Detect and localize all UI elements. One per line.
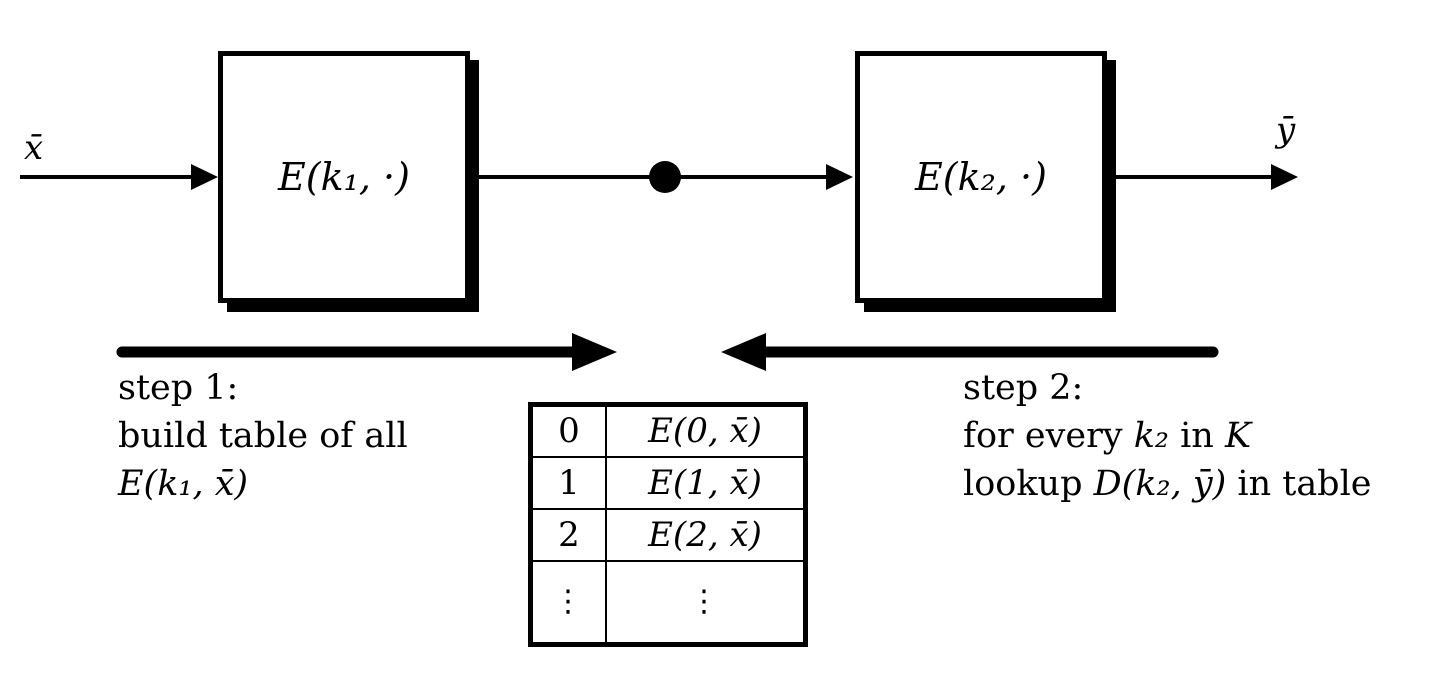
encryption-box-2: E(k₂, ·) xyxy=(855,51,1107,303)
step1-line3: E(k₁, x̄) xyxy=(118,464,249,504)
encryption-box-1: E(k₁, ·) xyxy=(218,51,470,303)
table-row: 1 E(1, x̄) xyxy=(529,455,807,510)
key-cell: 2 xyxy=(529,507,607,562)
step1-annotation: step 1: build table of all E(k₁, x̄) xyxy=(118,364,408,508)
step1-arrow xyxy=(116,333,617,371)
value-cell: E(1, x̄) xyxy=(605,455,807,510)
input-label: x̄ xyxy=(24,128,44,168)
output-arrow xyxy=(1112,164,1298,190)
input-arrow xyxy=(20,164,218,190)
step2-annotation: step 2: for every k₂ in K lookup D(k₂, ȳ… xyxy=(963,364,1372,508)
step2-line2: for every k₂ in K xyxy=(963,416,1252,456)
value-cell: E(0, x̄) xyxy=(605,403,807,458)
step2-line3: lookup D(k₂, ȳ) in table xyxy=(963,464,1372,504)
key-space-symbol: K xyxy=(1224,416,1252,456)
encryption-box-2-label: E(k₂, ·) xyxy=(915,155,1047,199)
table-row-ellipsis: ⋮ ⋮ xyxy=(529,559,807,646)
table-row: 0 E(0, x̄) xyxy=(529,403,807,458)
step2-title: step 2: xyxy=(963,368,1084,408)
key-cell: 1 xyxy=(529,455,607,510)
output-label: ȳ xyxy=(1276,110,1296,150)
key-cell: 0 xyxy=(529,403,607,458)
lookup-table: 0 E(0, x̄) 1 E(1, x̄) 2 E(2, x̄) ⋮ ⋮ xyxy=(528,402,808,647)
step1-line2: build table of all xyxy=(118,416,408,456)
key-cell-dots: ⋮ xyxy=(529,559,607,646)
junction-dot xyxy=(649,161,681,193)
step1-title: step 1: xyxy=(118,368,239,408)
step2-arrow xyxy=(721,333,1219,371)
encryption-box-1-label: E(k₁, ·) xyxy=(278,155,410,199)
table-row: 2 E(2, x̄) xyxy=(529,507,807,562)
value-cell: E(2, x̄) xyxy=(605,507,807,562)
value-cell-dots: ⋮ xyxy=(605,559,807,646)
